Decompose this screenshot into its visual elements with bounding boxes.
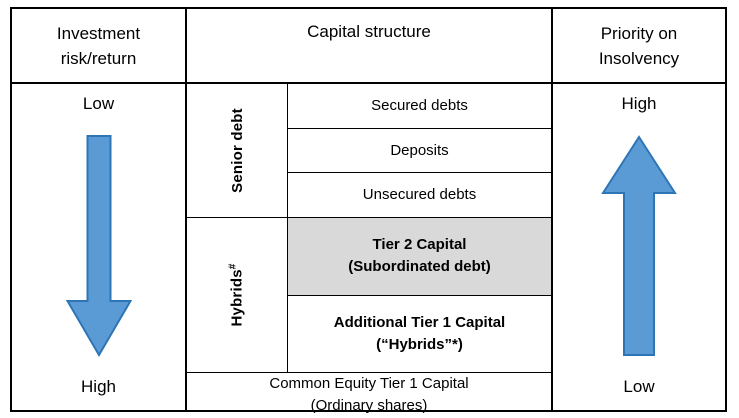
capital-item-unsecured-debts: Unsecured debts [288,173,551,217]
group-label-hybrids-word: Hybrids [228,269,246,327]
capital-item-additional-tier-1-line-2: (“Hybrids”*) [376,335,463,353]
capital-item-secured-debts-line-1: Secured debts [371,96,468,114]
risk-top-label: Low [82,94,115,113]
group-senior-debt: Senior debt Secured debts Deposits [187,84,551,218]
capital-item-tier-2-line-2: (Subordinated debt) [348,258,491,276]
capital-item-tier-2-capital: Tier 2 Capital (Subordinated debt) [288,218,551,296]
header-priority-text: Priority on Insolvency [553,9,725,82]
capital-item-deposits-line-1: Deposits [390,141,449,159]
header-investment-line-2: risk/return [60,48,137,68]
capital-item-deposits: Deposits [288,129,551,174]
header-priority-line-2: Insolvency [598,48,680,68]
capital-item-cet1-line-1: Common Equity Tier 1 Capital [269,375,469,392]
priority-arrow-container [553,115,725,376]
diagram-table: Investment risk/return Capital structure… [10,7,727,414]
capital-structure-stack: Senior debt Secured debts Deposits [187,84,551,414]
group-label-hybrids-text: Hybrids# [228,263,246,326]
table-header-row: Investment risk/return Capital structure… [12,9,725,84]
investment-risk-scale: Low High [12,84,185,410]
capital-item-unsecured-debts-line-1: Unsecured debts [362,186,477,204]
down-arrow-icon [65,134,132,357]
group-label-senior-debt-text: Senior debt [228,108,246,193]
capital-structure-column: Senior debt Secured debts Deposits [185,84,553,414]
capital-item-common-equity-tier-1: Common Equity Tier 1 Capital (Ordinary s… [187,373,551,417]
group-hybrids: Hybrids# Tier 2 Capital (Subordinated de… [187,218,551,373]
capital-item-cet1-line-2: (Ordinary shares) [310,397,428,414]
group-label-hybrids: Hybrids# [187,218,288,372]
header-cell-investment-risk: Investment risk/return [12,9,185,82]
header-cell-priority-insolvency: Priority on Insolvency [553,9,725,82]
capital-item-tier-2-line-1: Tier 2 Capital [372,236,467,254]
header-investment-line-1: Investment [56,23,141,43]
risk-arrow-container [12,115,185,376]
group-items-senior-debt: Secured debts Deposits Unsecured d [288,84,551,217]
table-body-row: Low High [12,84,725,414]
header-priority-line-1: Priority on [600,23,678,43]
capital-item-additional-tier-1-capital: Additional Tier 1 Capital (“Hybrids”*) [288,296,551,373]
capital-item-additional-tier-1-line-1: Additional Tier 1 Capital [333,313,506,331]
group-items-hybrids: Tier 2 Capital (Subordinated debt) Addit… [288,218,551,372]
header-investment-risk-text: Investment risk/return [12,9,185,82]
priority-insolvency-column: High Low [553,84,725,410]
investment-risk-column: Low High [12,84,185,410]
capital-item-secured-debts: Secured debts [288,84,551,129]
priority-bottom-label: Low [623,377,655,396]
priority-top-label: High [621,94,657,113]
risk-bottom-label: High [81,377,116,396]
header-capital-structure-text: Capital structure [307,22,431,41]
priority-insolvency-scale: High Low [553,84,725,410]
header-cell-capital-structure: Capital structure [185,9,553,82]
group-label-senior-debt: Senior debt [187,84,288,217]
group-label-hybrids-superscript: # [227,263,239,270]
up-arrow-icon [601,134,677,357]
